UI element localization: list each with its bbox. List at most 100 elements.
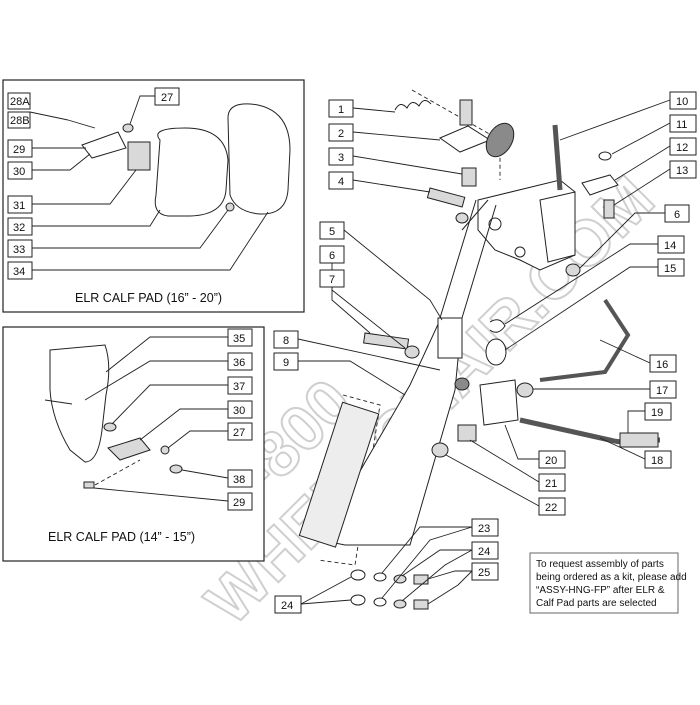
callout-37-box bbox=[227, 376, 253, 395]
washer-38 bbox=[169, 464, 183, 474]
callout-29b: 29 bbox=[233, 497, 245, 509]
callout-3-box bbox=[328, 147, 354, 166]
nut-24a bbox=[393, 574, 407, 584]
callout-30b: 30 bbox=[233, 405, 245, 417]
leader-7 bbox=[331, 287, 371, 334]
leader-8 bbox=[297, 338, 441, 371]
clip-15 bbox=[485, 338, 507, 366]
nut-17 bbox=[516, 382, 534, 398]
callout-7: 7 bbox=[329, 274, 335, 286]
callout-12: 12 bbox=[676, 142, 688, 154]
callout-15: 15 bbox=[664, 263, 676, 275]
callout-15-box bbox=[657, 258, 685, 277]
callout-30a-box bbox=[7, 161, 33, 180]
leader-6b bbox=[579, 212, 665, 269]
leader-38 bbox=[181, 469, 229, 479]
callout-22: 22 bbox=[545, 502, 557, 514]
callout-23-box bbox=[471, 518, 499, 537]
lever-pin bbox=[459, 99, 473, 126]
washer-24a bbox=[350, 569, 366, 581]
tube-collar bbox=[437, 317, 463, 359]
leader-1 bbox=[352, 107, 396, 113]
tube-extension bbox=[298, 401, 380, 548]
callout-23: 23 bbox=[478, 523, 490, 535]
leader-18 bbox=[599, 437, 646, 460]
callout-19: 19 bbox=[651, 407, 663, 419]
leader-24b2 bbox=[300, 599, 352, 605]
callout-1-box bbox=[328, 99, 354, 118]
leader-34 bbox=[32, 211, 269, 271]
kit-note: To request assembly of parts being order… bbox=[529, 552, 687, 614]
callout-21: 21 bbox=[545, 478, 557, 490]
callout-31-box bbox=[7, 195, 33, 214]
leader-36 bbox=[84, 360, 228, 401]
leader-29b bbox=[93, 487, 229, 502]
callout-38-box bbox=[227, 469, 253, 488]
bolt-36 bbox=[44, 399, 73, 405]
callout-3: 3 bbox=[338, 152, 344, 164]
callout-17-box bbox=[649, 380, 677, 399]
callout-28a-box bbox=[7, 92, 31, 110]
pad-clamp-small bbox=[107, 437, 151, 461]
callout-16: 16 bbox=[656, 359, 668, 371]
stud-13 bbox=[603, 199, 615, 219]
callout-27b-box bbox=[227, 422, 253, 441]
leader-25b bbox=[427, 570, 473, 605]
nut-24b bbox=[393, 599, 407, 609]
callout-30a: 30 bbox=[13, 166, 25, 178]
leader-13 bbox=[613, 168, 671, 206]
leader-28 bbox=[29, 111, 69, 121]
screw-29-bottom bbox=[83, 481, 95, 489]
leader-25a bbox=[427, 570, 472, 580]
callout-19-box bbox=[644, 402, 672, 421]
nut-6-left bbox=[404, 345, 420, 359]
leader-14 bbox=[504, 243, 658, 325]
inset-bottom: 35 36 37 30 27 38 29 ELR CALF PAD (14” -… bbox=[2, 326, 265, 562]
callout-2: 2 bbox=[338, 128, 344, 140]
callout-11: 11 bbox=[676, 119, 687, 131]
callout-9: 9 bbox=[283, 357, 289, 369]
rod-16 bbox=[539, 298, 631, 382]
leader-16 bbox=[599, 339, 651, 364]
callout-35: 35 bbox=[233, 333, 245, 345]
leader-11 bbox=[611, 122, 671, 155]
leader-30a bbox=[32, 153, 91, 171]
nut-6-right bbox=[565, 263, 581, 277]
leader-4 bbox=[352, 179, 431, 193]
callout-33-box bbox=[7, 239, 33, 258]
callout-20: 20 bbox=[545, 455, 557, 467]
callout-18-box bbox=[644, 450, 672, 469]
clamp-20 bbox=[479, 379, 519, 426]
plate-2 bbox=[438, 125, 492, 153]
leader-15 bbox=[504, 266, 658, 351]
calf-pad-small bbox=[49, 344, 110, 463]
leader-24a2 bbox=[401, 549, 473, 602]
callout-13: 13 bbox=[676, 165, 688, 177]
leader-30b bbox=[139, 408, 228, 441]
screw-25b bbox=[413, 599, 429, 610]
inset-bottom-title: ELR CALF PAD (14” - 15”) bbox=[48, 530, 195, 544]
callout-17: 17 bbox=[656, 385, 668, 397]
leader-37 bbox=[111, 384, 228, 425]
pad-clamp bbox=[81, 131, 127, 159]
leader-24b1 bbox=[300, 576, 352, 605]
bolt-7 bbox=[363, 332, 410, 350]
hinge-hole-2 bbox=[514, 246, 526, 258]
nut-27-top bbox=[122, 123, 134, 133]
cap-22 bbox=[431, 442, 449, 458]
callout-8-box bbox=[273, 330, 299, 349]
main-assembly: 1 2 3 4 5 6 7 8 9 10 11 12 bbox=[273, 89, 697, 614]
inset-top: 28A 28B 27 29 30 31 32 33 34 ELR CALF PA… bbox=[2, 79, 305, 313]
callout-4-box bbox=[328, 171, 354, 190]
callout-32: 32 bbox=[13, 222, 25, 234]
bushing-21 bbox=[457, 424, 477, 442]
washer-23a bbox=[373, 572, 387, 582]
kit-note-box bbox=[529, 552, 679, 614]
callout-24b: 24 bbox=[281, 600, 293, 612]
leader-22 bbox=[445, 454, 540, 507]
callout-21-box bbox=[538, 473, 566, 492]
tab-12 bbox=[581, 174, 619, 196]
callout-4: 4 bbox=[338, 176, 344, 188]
